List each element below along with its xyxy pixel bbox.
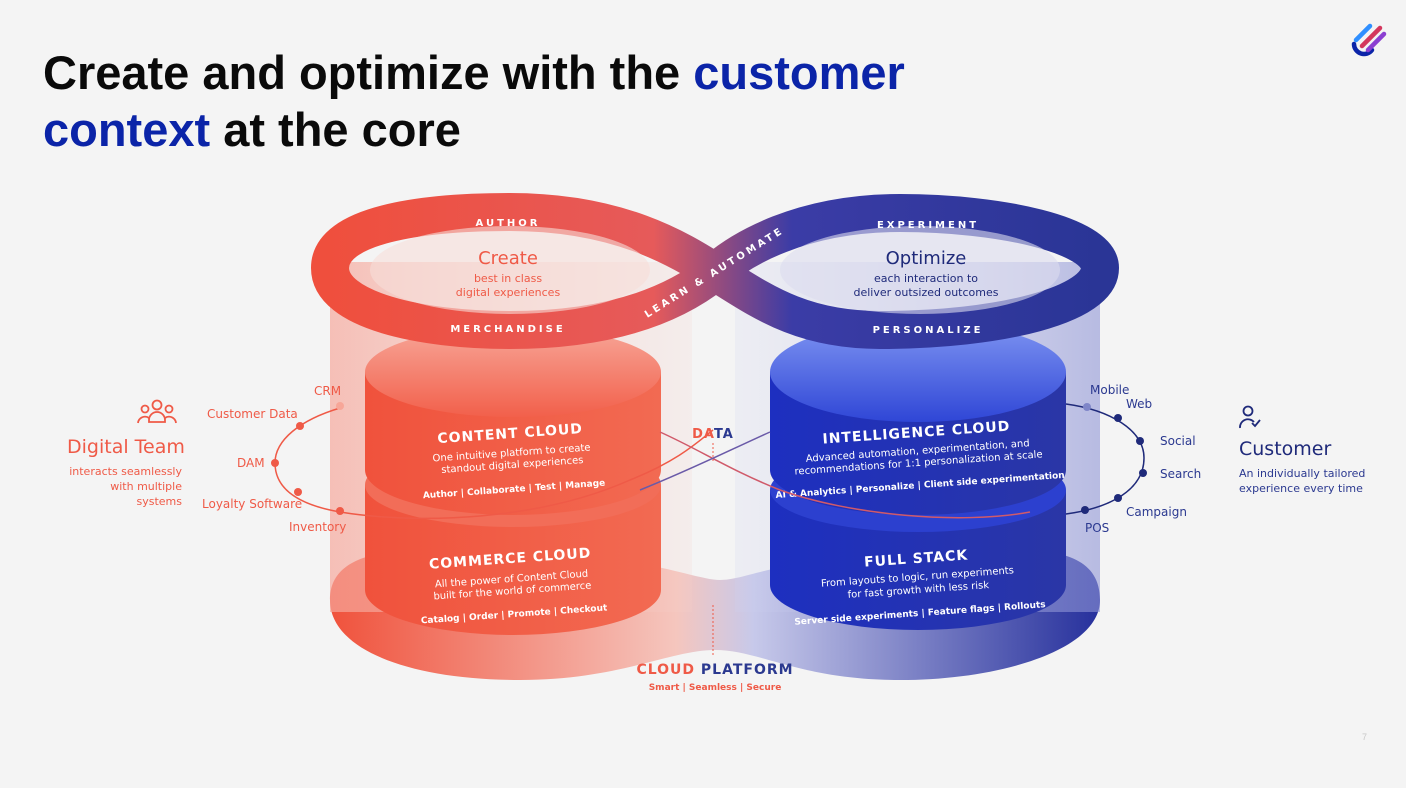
data-crossing-blue <box>639 431 771 491</box>
full-stack-title: FULL STACK <box>864 547 969 570</box>
customer-desc-line-1: An individually tailored <box>1239 467 1366 480</box>
cloud-platform-title: CLOUD PLATFORM <box>636 662 793 678</box>
customer-desc: An individually tailored experience ever… <box>1239 466 1379 496</box>
digital-team-desc-line-2: with multiple systems <box>110 480 182 508</box>
loop-label-personalize: PERSONALIZE <box>873 325 984 336</box>
channel-mobile: Mobile <box>1090 383 1130 397</box>
node-web <box>1114 414 1122 422</box>
system-crm: CRM <box>314 384 342 398</box>
channel-search: Search <box>1160 467 1202 481</box>
cloud-platform-left: CLOUD <box>636 662 700 678</box>
title-highlight-customer: customer <box>693 46 905 99</box>
create-title: Create <box>478 248 538 269</box>
node-pos <box>1081 506 1089 514</box>
system-loyalty-software: Loyalty Software <box>202 497 303 511</box>
node-social <box>1136 437 1144 445</box>
channel-pos: POS <box>1085 521 1110 535</box>
channel-campaign: Campaign <box>1126 505 1187 519</box>
system-dam: DAM <box>237 456 265 470</box>
node-customer-data <box>296 422 304 430</box>
customer-title: Customer <box>1239 438 1332 460</box>
loop-label-experiment: EXPERIMENT <box>877 220 979 231</box>
node-search <box>1139 469 1147 477</box>
node-campaign <box>1114 494 1122 502</box>
system-customer-data: Customer Data <box>207 407 298 421</box>
loop-label-merchandise: MERCHANDISE <box>450 324 565 335</box>
optimize-line-1: each interaction to <box>874 272 978 285</box>
digital-team-title: Digital Team <box>67 436 185 458</box>
cloud-platform-right: PLATFORM <box>701 662 794 678</box>
title-part-1: Create and optimize with the <box>43 46 694 99</box>
infinity-loop <box>310 192 1120 350</box>
content-cloud <box>365 327 661 515</box>
node-mobile <box>1083 403 1091 411</box>
channel-web: Web <box>1126 397 1153 411</box>
create-line-1: best in class <box>474 272 542 285</box>
slide-title: Create and optimize with the customer con… <box>43 44 943 158</box>
data-label-right: TA <box>714 427 734 442</box>
channel-social: Social <box>1160 434 1196 448</box>
node-dam <box>271 459 279 467</box>
title-highlight-context: context <box>43 103 211 156</box>
data-label-left: DA <box>692 427 714 442</box>
loop-label-author: AUTHOR <box>476 218 541 229</box>
node-crm <box>336 402 344 410</box>
node-loyalty <box>294 488 302 496</box>
team-people-icon <box>137 399 177 424</box>
right-channels-ring <box>1065 403 1145 515</box>
optimize-title: Optimize <box>886 248 967 269</box>
create-line-2: digital experiences <box>456 286 561 299</box>
data-crossing-red <box>659 431 1031 519</box>
optimize-line-2: deliver outsized outcomes <box>854 286 999 299</box>
digital-team-desc: interacts seamlessly with multiple syste… <box>62 464 182 509</box>
cloud-platform-subtitle: Smart | Seamless | Secure <box>649 683 782 693</box>
brand-logo-icon <box>1351 23 1387 57</box>
customer-desc-line-2: experience every time <box>1239 482 1363 495</box>
system-inventory: Inventory <box>289 520 347 534</box>
node-inventory <box>336 507 344 515</box>
intelligence-cloud <box>770 322 1066 515</box>
left-systems-ring <box>274 407 714 520</box>
digital-team-desc-line-1: interacts seamlessly <box>69 465 182 478</box>
customer-person-icon <box>1239 405 1261 429</box>
page-number: 7 <box>1362 732 1368 742</box>
data-label: DATA <box>692 427 734 442</box>
title-part-2: at the core <box>210 103 461 156</box>
